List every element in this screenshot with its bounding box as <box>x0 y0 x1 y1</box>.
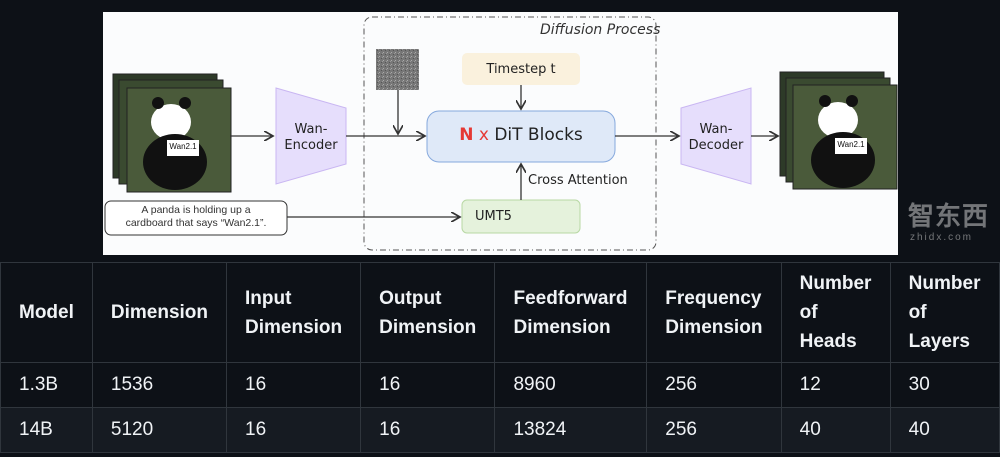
column-header-line: Feedforward <box>513 287 628 309</box>
input-sign-text: Wan2.1 <box>169 142 197 151</box>
diffusion-process-frame <box>363 16 657 251</box>
prompt-line-1: A panda is holding up a <box>141 204 251 216</box>
column-header-line: Input <box>245 287 292 309</box>
cross-attention-label: Cross Attention <box>528 173 628 188</box>
encoder-label: Wan-Encoder <box>276 122 346 154</box>
watermark-logo: 智东西 <box>908 201 990 231</box>
prompt-line-2: cardboard that says “Wan2.1”. <box>125 217 267 229</box>
wan-encoder-shape <box>275 87 347 185</box>
prompt-box <box>104 200 288 236</box>
column-header: Model <box>0 262 93 363</box>
output-video-frames <box>779 71 898 190</box>
table-cell: 16 <box>360 407 496 453</box>
dit-text: DiT Blocks <box>494 125 583 145</box>
table-cell: 16 <box>226 407 362 453</box>
diagram-svg <box>104 16 898 251</box>
table-cell: 1536 <box>91 362 228 408</box>
noise-image <box>376 49 419 90</box>
decoder-label: Wan-Decoder <box>681 122 751 154</box>
column-header-line: Dimension <box>513 316 611 338</box>
dit-x: x <box>478 125 489 145</box>
table-cell: 16 <box>226 362 362 408</box>
timestep-box <box>462 53 580 85</box>
table-cell: 256 <box>646 362 782 408</box>
dit-n: N <box>459 125 474 145</box>
timestep-label: Timestep t <box>486 62 556 77</box>
column-header-line: Dimension <box>665 316 763 338</box>
column-header-line: Dimension <box>110 302 209 323</box>
diffusion-process-label: Diffusion Process <box>540 22 661 38</box>
table-cell: 13824 <box>494 407 648 453</box>
column-header-line: Number <box>799 273 872 294</box>
input-video-frames <box>112 73 232 193</box>
table-cell: 1.3B <box>0 362 93 408</box>
column-header-line: Layers <box>908 331 970 352</box>
column-header-line: Dimension <box>379 316 477 338</box>
dit-blocks-label: N x DiT Blocks <box>427 125 615 145</box>
encoder-label-1: Wan- <box>294 122 328 137</box>
table-cell: 12 <box>780 362 891 408</box>
decoder-label-1: Wan- <box>699 122 733 137</box>
table-cell: 16 <box>360 362 496 408</box>
encoder-label-2: Encoder <box>284 138 338 153</box>
output-sign-text: Wan2.1 <box>837 140 865 149</box>
table-cell: 40 <box>780 407 891 453</box>
architecture-diagram: Diffusion Process Timestep t N x DiT Blo… <box>103 12 898 255</box>
table-cell: 5120 <box>91 407 228 453</box>
column-header-line: of <box>799 302 818 323</box>
umt5-label: UMT5 <box>475 209 512 224</box>
column-header: Dimension <box>91 262 228 363</box>
decoder-label-2: Decoder <box>688 138 744 153</box>
table-cell: 40 <box>889 407 1000 453</box>
table-cell: 30 <box>889 362 1000 408</box>
wan-decoder-shape <box>680 87 752 185</box>
column-header-line: Frequency <box>665 287 762 309</box>
watermark-sub: zhidx.com <box>910 232 974 243</box>
table-cell: 8960 <box>494 362 648 408</box>
column-header-line: Number <box>908 273 981 294</box>
column-header-line: Heads <box>799 331 857 352</box>
column-header-line: Model <box>19 302 74 323</box>
column-header-line: of <box>908 302 927 323</box>
column-header-line: Output <box>379 287 442 309</box>
table-cell: 256 <box>646 407 782 453</box>
table-cell: 14B <box>0 407 93 453</box>
column-header-line: Dimension <box>245 316 343 338</box>
